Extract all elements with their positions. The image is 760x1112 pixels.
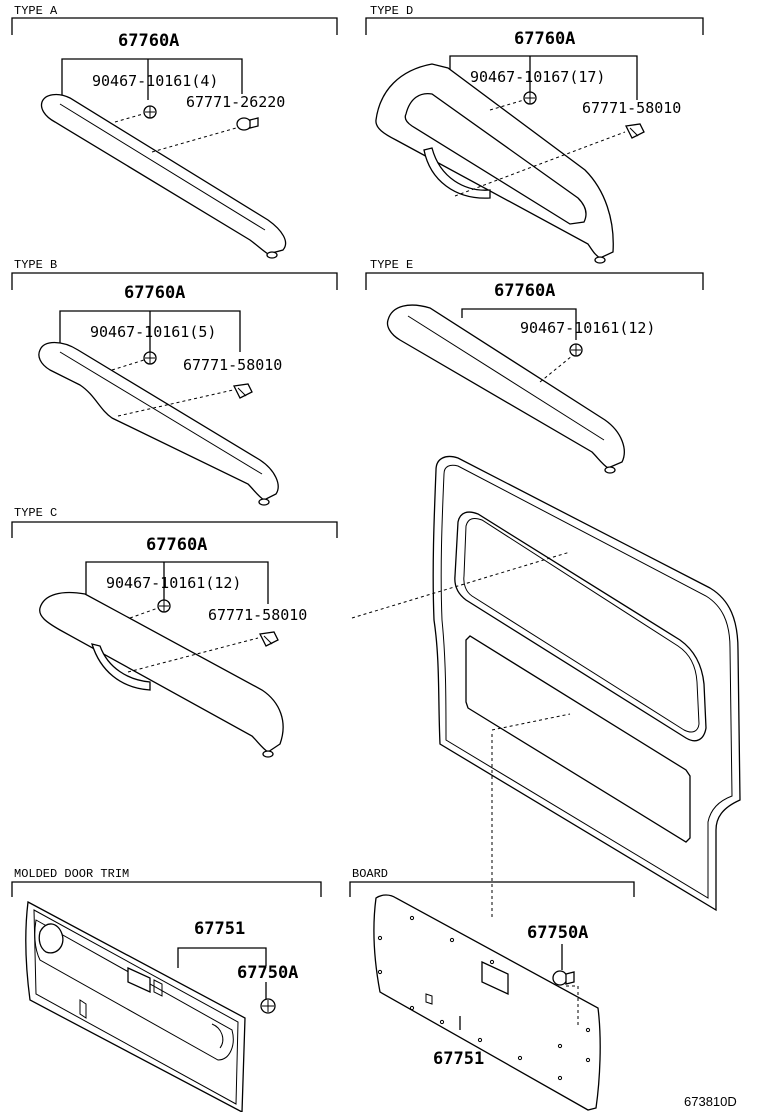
screw-icon <box>157 599 171 613</box>
section-type-a: TYPE A 67760A 90467-10161(4) 67771-26220 <box>11 4 338 259</box>
screw-dashline <box>114 113 144 123</box>
clip-dashline <box>454 131 626 197</box>
screw-dashline <box>539 355 573 383</box>
section-type-e: TYPE E 67760A 90467-10161(12) <box>365 258 704 474</box>
section-bracket <box>365 272 704 290</box>
clip-dashline <box>127 637 259 673</box>
part-number-screw: 90467-10161(4) <box>92 72 218 90</box>
clip-icon <box>236 117 259 131</box>
part-number-clip: 67771-58010 <box>582 99 681 117</box>
molded-trim-latch-cutout <box>79 999 87 1019</box>
garnish-foot <box>258 498 270 506</box>
screw-icon <box>143 351 157 365</box>
garnish-back-panel <box>423 147 491 199</box>
garnish-type-b <box>38 341 279 501</box>
garnish-type-a <box>40 93 287 255</box>
section-type-c: TYPE C 67760A 90467-10161(12) 67771-5801… <box>11 506 338 758</box>
screw-dashline <box>111 359 145 371</box>
screw-icon <box>523 91 537 105</box>
part-number-screw: 90467-10161(5) <box>90 323 216 341</box>
clip-dashline <box>151 127 237 153</box>
board-cutout <box>481 960 509 996</box>
door-lower-opening <box>465 635 691 843</box>
garnish-window <box>404 92 587 225</box>
board-small-cutout <box>425 993 433 1005</box>
section-label-type-a: TYPE A <box>14 4 58 18</box>
part-number-clip: 67771-26220 <box>186 93 285 111</box>
leader-bracket <box>85 561 269 604</box>
section-type-d: TYPE D 67760A 90467-10167(17) 67771-5801… <box>365 4 704 264</box>
garnish-foot <box>262 750 274 758</box>
section-label-type-c: TYPE C <box>14 506 57 520</box>
garnish-type-c <box>39 591 284 753</box>
section-label-molded: MOLDED DOOR TRIM <box>14 867 129 881</box>
clip-dashline <box>117 389 234 417</box>
section-bracket <box>11 17 338 35</box>
section-bracket <box>349 881 635 897</box>
molded-trim-border <box>33 909 239 1105</box>
section-type-b: TYPE B 67760A 90467-10161(5) 67771-58010 <box>11 258 338 506</box>
part-number-assembly: 67760A <box>118 31 179 51</box>
section-label-type-d: TYPE D <box>370 4 413 18</box>
part-number-assembly: 67760A <box>124 283 185 303</box>
door-window-inner <box>463 517 700 733</box>
garnish-foot <box>594 256 606 264</box>
door-dashline-trim <box>491 713 571 731</box>
leader-bracket <box>461 308 577 340</box>
part-number-clip: 67750A <box>527 923 588 943</box>
section-bracket <box>365 17 704 35</box>
screw-icon <box>569 343 583 357</box>
section-label-type-e: TYPE E <box>370 258 413 272</box>
door-window-opening <box>454 511 707 742</box>
trim-clip-icon <box>260 998 276 1014</box>
board-holes <box>377 915 591 1081</box>
section-board: BOARD 67750A 67751 <box>349 867 635 1111</box>
part-number-screw: 90467-10161(12) <box>520 319 655 337</box>
leader-bracket <box>61 58 243 112</box>
garnish-foot <box>266 251 278 259</box>
molded-trim-small-cutout <box>153 979 163 997</box>
board-clip-icon <box>552 970 575 986</box>
leader-bracket <box>177 947 267 968</box>
molded-trim-handle-pocket <box>38 923 64 954</box>
clip-icon <box>625 123 645 139</box>
part-number-panel: 67751 <box>433 1049 484 1069</box>
part-number-assembly: 67760A <box>146 535 207 555</box>
part-number-panel: 67751 <box>194 919 245 939</box>
section-molded-door-trim: MOLDED DOOR TRIM 67751 67750A <box>11 867 322 1112</box>
part-number-clip: 67771-58010 <box>208 606 307 624</box>
part-number-assembly: 67760A <box>494 281 555 301</box>
garnish-foot <box>604 466 616 474</box>
molded-trim-recess <box>34 919 234 1061</box>
clip-icon <box>233 383 253 399</box>
molded-trim-lock-cutout <box>127 966 151 994</box>
section-label-type-b: TYPE B <box>14 258 57 272</box>
molded-trim-rim <box>211 1023 224 1049</box>
screw-icon <box>143 105 157 119</box>
part-number-screw: 90467-10167(17) <box>470 68 605 86</box>
clip-icon <box>259 631 279 647</box>
board-clip-dashline <box>566 985 579 1026</box>
section-label-board: BOARD <box>352 867 388 881</box>
garnish-edge-line <box>59 103 266 231</box>
screw-dashline <box>129 607 159 619</box>
diagram-reference-code: 673810D <box>684 1094 737 1109</box>
section-bracket <box>11 881 322 897</box>
molded-trim-panel <box>25 900 246 1112</box>
section-bracket <box>11 272 338 290</box>
section-bracket <box>11 521 338 538</box>
part-number-assembly: 67760A <box>514 29 575 49</box>
door-dashline-garnish <box>351 551 571 619</box>
garnish-type-e <box>386 304 625 469</box>
part-number-screw: 90467-10161(12) <box>106 574 241 592</box>
garnish-edge-line <box>407 315 605 441</box>
garnish-edge-line <box>59 351 263 475</box>
back-door-panel <box>351 455 741 918</box>
board-panel <box>373 894 601 1111</box>
garnish-back-panel <box>91 643 151 691</box>
part-number-clip: 67750A <box>237 963 298 983</box>
part-number-clip: 67771-58010 <box>183 356 282 374</box>
door-inner-edge <box>440 464 733 899</box>
